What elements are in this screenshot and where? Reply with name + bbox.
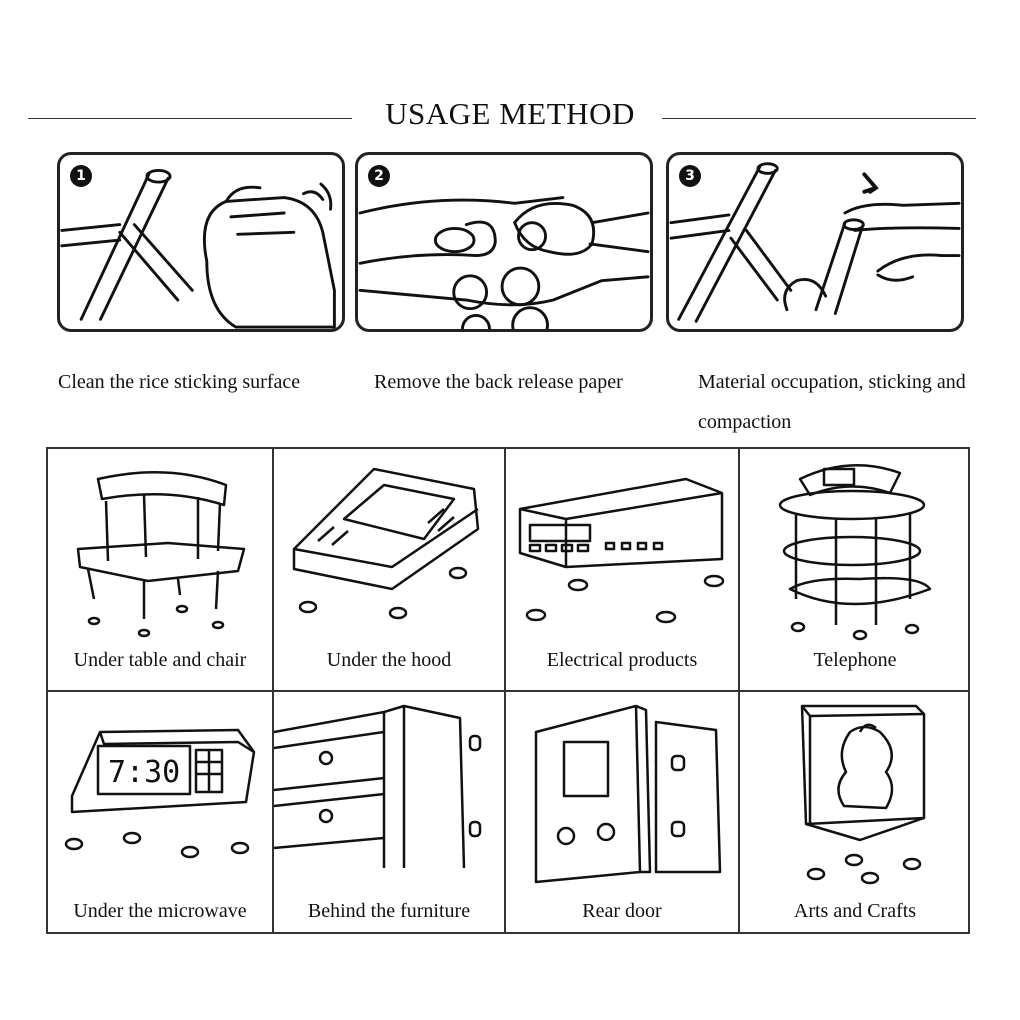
step-3-panel: 3 <box>666 152 964 332</box>
rear-door-illustration <box>534 704 722 884</box>
hood-illustration <box>292 467 480 620</box>
step-2-number: 2 <box>368 165 390 187</box>
title-rule-right <box>662 118 976 119</box>
grid-divider-horizontal <box>48 690 968 692</box>
title-rule-left <box>28 118 352 119</box>
use-microwave: 7:30 Under the microwave <box>48 692 272 934</box>
step-1-caption: Clean the rice sticking surface <box>58 371 301 393</box>
step-1-panel: 1 <box>57 152 345 332</box>
use-table-chair: Under table and chair <box>48 449 272 690</box>
page-title: USAGE METHOD <box>385 96 635 131</box>
step-2-illustration <box>358 196 650 329</box>
step-3-caption: Material occupation, sticking and compac… <box>698 371 966 433</box>
electrical-illustration <box>518 477 725 624</box>
use-furniture: Behind the furniture <box>274 692 504 934</box>
step-3-number: 3 <box>679 165 701 187</box>
step-3-illustration <box>669 162 961 323</box>
use-arts-crafts: Arts and Crafts <box>740 692 970 934</box>
grid-divider-vertical-1 <box>272 449 274 932</box>
table-chair-illustration <box>76 471 246 638</box>
microwave-illustration: 7:30 <box>64 728 256 859</box>
use-label-furniture: Behind the furniture <box>307 900 471 922</box>
grid-divider-vertical-3 <box>738 449 740 932</box>
telephone-illustration <box>778 464 932 641</box>
step-1-number: 1 <box>70 165 92 187</box>
use-label-arts-crafts: Arts and Crafts <box>793 900 917 922</box>
use-label-table-chair: Under table and chair <box>73 649 247 671</box>
use-rear-door: Rear door <box>506 692 738 934</box>
arts-crafts-illustration <box>800 704 926 885</box>
use-hood: Under the hood <box>274 449 504 690</box>
use-label-electrical: Electrical products <box>546 649 698 671</box>
furniture-illustration <box>274 704 482 869</box>
usage-grid: Under table and chair Under the hood Ele… <box>46 447 970 934</box>
use-electrical: Electrical products <box>506 449 738 690</box>
step-1-illustration <box>60 169 336 329</box>
use-label-microwave: Under the microwave <box>73 900 247 922</box>
use-label-rear-door: Rear door <box>582 900 662 922</box>
use-label-telephone: Telephone <box>813 649 897 671</box>
use-label-hood: Under the hood <box>326 649 452 671</box>
grid-divider-vertical-2 <box>504 449 506 932</box>
step-2-panel: 2 <box>355 152 653 332</box>
step-2-caption: Remove the back release paper <box>374 371 623 393</box>
clock-display: 7:30 <box>108 755 180 790</box>
use-telephone: Telephone <box>740 449 970 690</box>
